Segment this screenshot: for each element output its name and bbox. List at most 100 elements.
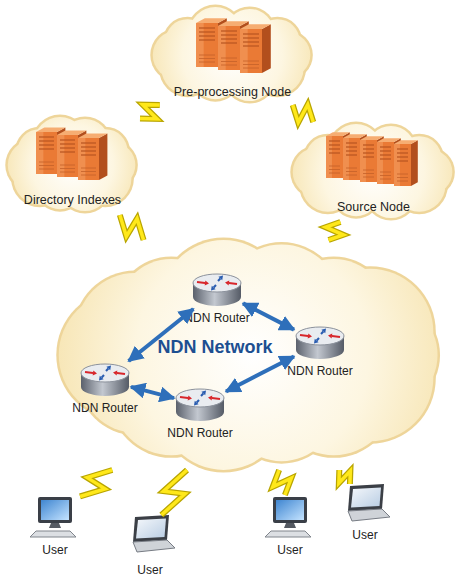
lightning-bolt (326, 222, 344, 240)
router-arrow-head (328, 333, 332, 338)
node-label: NDN Router (150, 426, 250, 440)
server-top (377, 138, 401, 142)
server-slot (199, 39, 215, 40)
server-slot (81, 154, 96, 155)
server-icon (78, 133, 107, 180)
lightning-bolt (161, 470, 187, 515)
monitor-stand (284, 523, 296, 528)
server-vent (397, 177, 408, 178)
server-top (78, 133, 107, 138)
router-arrow (102, 375, 104, 378)
cloud-puff (305, 136, 350, 181)
server-vent (60, 168, 75, 169)
server-front (218, 26, 240, 70)
server-vent (221, 61, 237, 62)
router-arrow-head (225, 280, 229, 285)
router-arrow-head (211, 286, 216, 291)
router-arrow (85, 372, 93, 373)
server-slot (60, 151, 75, 152)
lightning-outline (273, 470, 292, 495)
server-slot (243, 33, 259, 34)
server-slot (346, 142, 357, 143)
server-slot (243, 41, 259, 42)
lightning-outline (293, 104, 313, 122)
server-slot (39, 136, 54, 137)
router-arrow-head (113, 370, 117, 375)
server-vent (397, 174, 408, 175)
server-front (36, 132, 57, 174)
server-vent (199, 55, 215, 56)
server-slot (397, 148, 408, 149)
server-slot (329, 148, 340, 149)
server-highlight (78, 138, 85, 180)
server-highlight (394, 144, 400, 186)
server-front (326, 136, 343, 178)
router-arrow (300, 335, 308, 336)
user-laptop: User (125, 515, 175, 555)
server-side (411, 140, 418, 186)
lightning-outline (339, 470, 350, 484)
server-side (262, 24, 271, 73)
server-slot (39, 148, 54, 149)
server-front (78, 138, 99, 180)
router-arrow (321, 331, 323, 334)
server-slot (199, 31, 215, 32)
server-slot (346, 150, 357, 151)
monitor-screen (41, 500, 69, 520)
router-arrow-head (99, 376, 104, 381)
cloud-node: Source Node (290, 122, 457, 222)
cloud-puff (17, 129, 62, 174)
router-arrow (106, 368, 108, 371)
server-vent (221, 58, 237, 59)
wireless-link (80, 470, 112, 496)
router-arrow-head (106, 366, 111, 371)
router-arrow (332, 336, 340, 337)
link-arrow (226, 356, 294, 391)
server-vent (363, 170, 374, 171)
wireless-link (161, 470, 187, 515)
server-slot (221, 30, 237, 31)
node-label: User (240, 543, 340, 557)
server-vent (60, 165, 75, 166)
server-vent (380, 179, 391, 180)
lightning-outline (120, 215, 144, 240)
laptop-lid (348, 484, 384, 511)
server-vent (39, 162, 54, 163)
lightning-outline (140, 105, 160, 119)
user-computer-shape (30, 495, 80, 539)
link-arrow (131, 387, 174, 398)
server-vent (243, 64, 259, 65)
server-vent (39, 165, 54, 166)
server-slot (346, 146, 357, 147)
keyboard (30, 531, 76, 537)
server-slot (39, 144, 54, 145)
keyboard (265, 531, 311, 537)
monitor-stand (49, 523, 61, 528)
lightning-bolt (293, 104, 313, 122)
server-slot (397, 156, 408, 157)
lightning-bolt (120, 215, 144, 240)
server-vent (329, 166, 340, 167)
server-slot (81, 150, 96, 151)
node-label: Pre-processing Node (150, 85, 315, 99)
cloud-node: Directory Indexes (5, 115, 140, 215)
user-computer: User (30, 495, 80, 539)
server-slot (397, 160, 408, 161)
cloud-shape (56, 238, 440, 473)
cloud-shape (59, 240, 438, 470)
server-vent (380, 172, 391, 173)
server-vent (346, 168, 357, 169)
server-slot (60, 143, 75, 144)
server-highlight (343, 138, 349, 180)
server-slot (199, 35, 215, 36)
router-top (176, 389, 224, 407)
ndn-router-shape (191, 271, 243, 309)
router-arrow (212, 398, 220, 399)
server-slot (199, 27, 215, 28)
server-top (218, 21, 249, 26)
lightning-outline (80, 470, 112, 496)
server-vent (243, 61, 259, 62)
lightning-bolt (273, 470, 292, 495)
ndn-router: NDN Router (79, 361, 131, 399)
